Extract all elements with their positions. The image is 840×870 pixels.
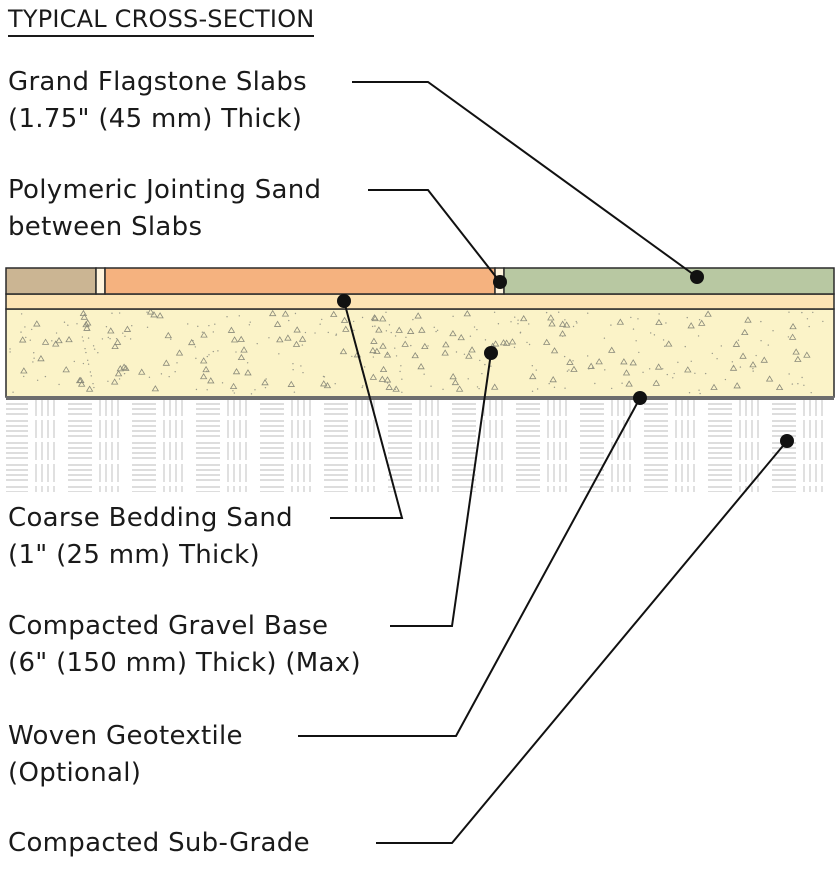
leader-subgrade [376,440,788,844]
label-jointing: Polymeric Jointing Sand between Slabs [8,172,321,246]
label-gravel-line2: (6" (150 mm) Thick) (Max) [8,648,361,678]
slab-green [503,267,835,295]
dot-subgrade [780,434,794,448]
leader-bedding [330,300,404,519]
dot-geotextile [633,391,647,405]
bedding-sand-layer [5,293,835,310]
leader-gravel [390,352,492,627]
joint-sand-left [95,267,106,295]
label-slabs-line2: (1.75" (45 mm) Thick) [8,104,303,134]
label-gravel: Compacted Gravel Base (6" (150 mm) Thick… [8,608,361,682]
leader-geotextile [298,397,641,737]
dot-bedding [337,294,351,308]
label-geotextile-line1: Woven Geotextile [8,721,243,751]
label-jointing-line2: between Slabs [8,212,203,242]
label-jointing-line1: Polymeric Jointing Sand [8,175,322,205]
geotextile-layer [6,396,834,400]
subgrade-layer [6,400,834,492]
label-subgrade-line1: Compacted Sub-Grade [8,828,310,858]
gravel-base-layer [5,308,835,398]
leader-slabs [352,81,698,278]
dot-slabs [690,270,704,284]
label-slabs-line1: Grand Flagstone Slabs [8,67,308,97]
dot-jointing [493,275,507,289]
slab-orange [104,267,496,295]
label-bedding-line2: (1" (25 mm) Thick) [8,540,260,570]
gravel-texture [9,308,824,395]
label-bedding-line1: Coarse Bedding Sand [8,503,293,533]
label-slabs: Grand Flagstone Slabs (1.75" (45 mm) Thi… [8,64,307,138]
label-geotextile: Woven Geotextile (Optional) [8,718,243,792]
label-subgrade: Compacted Sub-Grade [8,825,310,862]
label-gravel-line1: Compacted Gravel Base [8,611,329,641]
label-geotextile-line2: (Optional) [8,758,142,788]
diagram-title: TYPICAL CROSS-SECTION [8,4,315,37]
leader-jointing [368,189,501,283]
dot-gravel [484,346,498,360]
slab-tan [5,267,97,295]
label-bedding: Coarse Bedding Sand (1" (25 mm) Thick) [8,500,293,574]
